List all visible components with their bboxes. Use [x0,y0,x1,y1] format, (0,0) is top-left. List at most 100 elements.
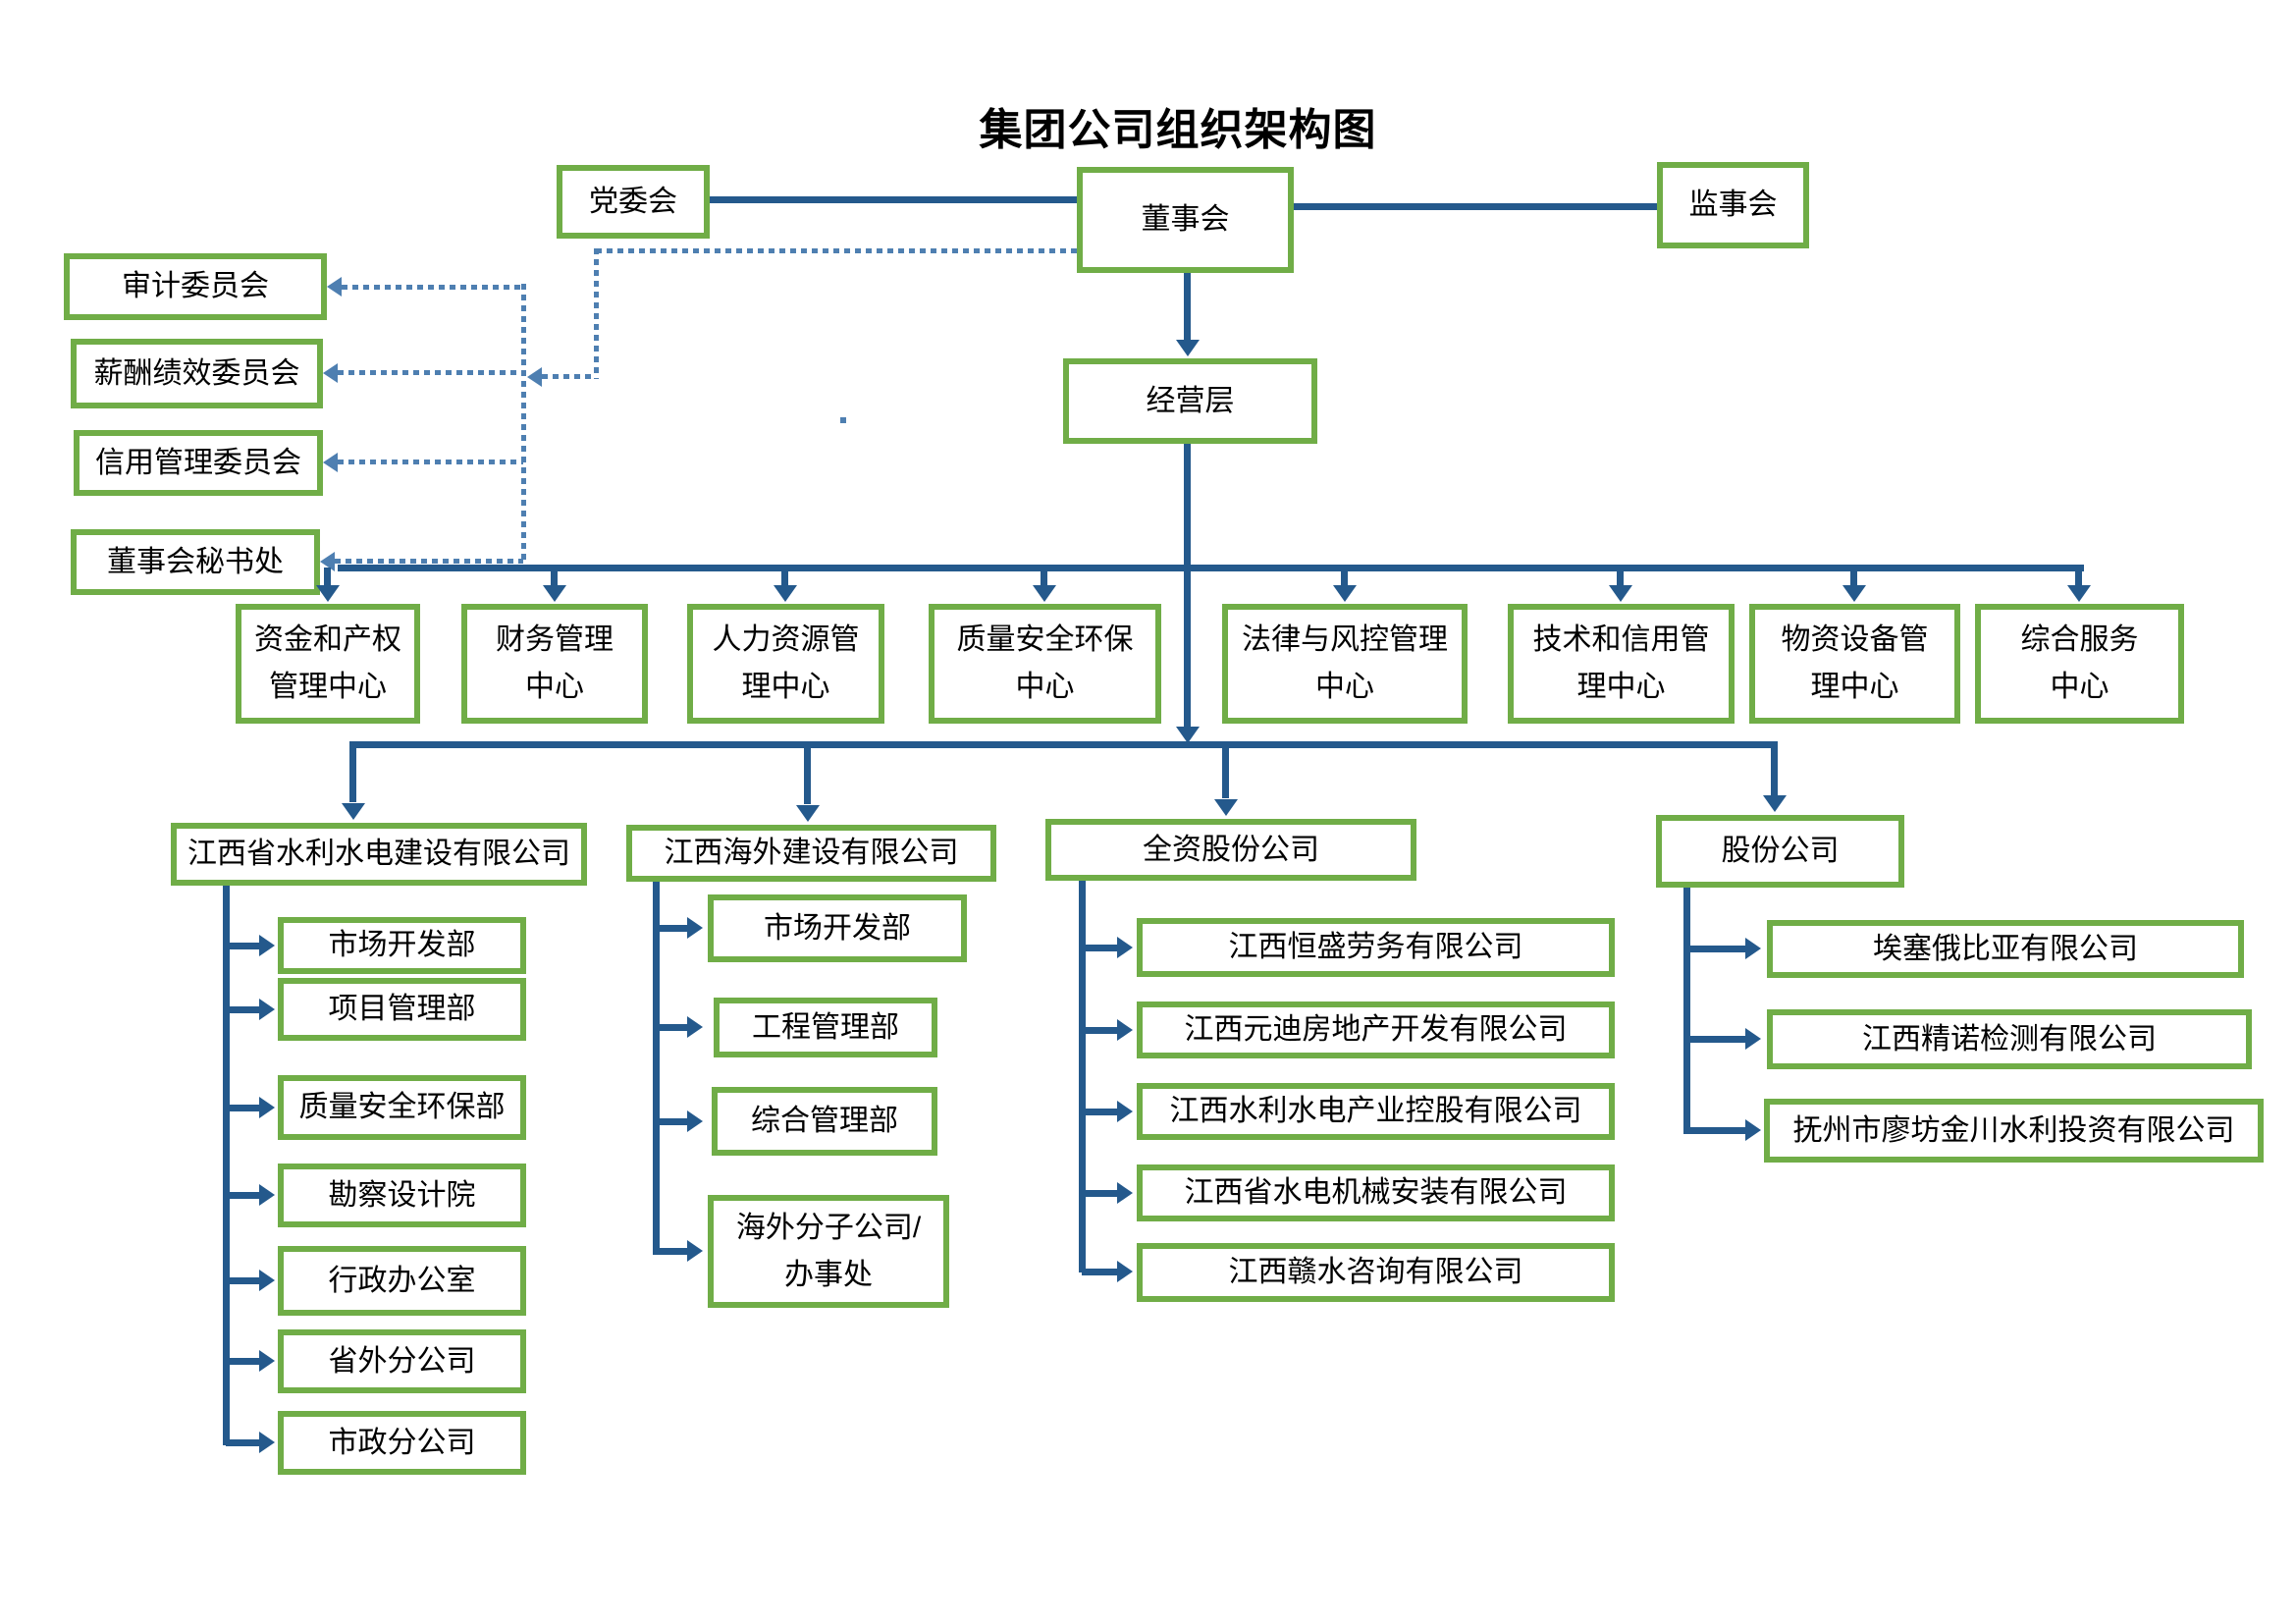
node-center-finance: 财务管理 中心 [461,604,648,724]
arrow-right-col4-r1 [1745,938,1761,959]
arrow-left-credit [323,453,338,472]
arrow-down-center-8 [2067,585,2091,602]
node-col1-municipal-branch: 市政分公司 [278,1411,526,1475]
node-col1-survey-design: 勘察设计院 [278,1164,526,1227]
node-supervisory-board: 监事会 [1657,162,1809,248]
arrow-right-col3-r4 [1117,1182,1133,1204]
arrow-down-center-3 [774,585,797,602]
arrow-left-audit [327,277,342,297]
drop-center-5 [1341,568,1348,589]
arrow-left-join-spine [527,367,542,387]
arrow-down-subsidiary-1 [342,803,365,820]
node-center-funds-property: 资金和产权 管理中心 [236,604,420,724]
node-col2-general-mgmt: 综合管理部 [712,1087,937,1156]
node-col4-ethiopia: 埃塞俄比亚有限公司 [1767,920,2244,978]
branch-col1-r4 [226,1192,261,1199]
node-subsidiary-hydro-construction: 江西省水利水电建设有限公司 [171,823,587,886]
branch-col1-r2 [226,1006,261,1013]
arrow-down-center-2 [543,585,566,602]
branch-col2-r3 [656,1118,689,1125]
node-board-secretariat: 董事会秘书处 [71,529,320,595]
branch-col4-r3 [1686,1127,1747,1134]
node-col3-machinery-install: 江西省水电机械安装有限公司 [1137,1164,1615,1221]
drop-center-7 [1850,568,1857,589]
node-col1-admin-office: 行政办公室 [278,1246,526,1316]
arrow-right-col1-r5 [259,1270,275,1291]
node-center-quality-safety: 质量安全环保 中心 [929,604,1161,724]
dotted-drop-under-party [594,248,599,379]
node-board: 董事会 [1077,167,1294,273]
arrow-left-secretariat [320,552,335,571]
drop-center-1 [324,568,331,589]
node-party-committee: 党委会 [557,165,710,239]
arrow-down-center-4 [1033,585,1056,602]
node-col1-market-dev: 市场开发部 [278,917,526,974]
connector-board-supervisory [1294,203,1657,210]
branch-col4-r1 [1686,946,1747,952]
arrow-right-col2-r1 [687,917,703,939]
drop-subsidiary-4 [1771,741,1778,795]
branch-col3-r2 [1082,1027,1119,1034]
arrow-down-center-6 [1609,585,1632,602]
node-col1-quality-safety: 质量安全环保部 [278,1075,526,1140]
connector-management-down [1184,444,1191,729]
branch-col3-r4 [1082,1190,1119,1197]
spine-col3 [1079,881,1086,1272]
branch-col1-r5 [226,1277,261,1284]
spine-col1 [223,886,230,1445]
drop-center-4 [1041,568,1047,589]
node-col2-market-dev: 市场开发部 [708,894,967,962]
drop-center-6 [1617,568,1624,589]
arrow-right-col1-r1 [259,935,275,956]
node-management-layer: 经营层 [1063,358,1317,444]
branch-col2-r2 [656,1024,689,1031]
node-col2-overseas-branches: 海外分子公司/ 办事处 [708,1195,949,1308]
arrow-right-col4-r2 [1745,1028,1761,1050]
subsidiaries-distribution-line [349,741,1778,748]
branch-col3-r5 [1082,1269,1119,1275]
dotted-board-left [596,248,1077,253]
drop-center-3 [781,568,788,589]
branch-col3-r1 [1082,945,1119,951]
branch-col2-r4 [656,1248,689,1255]
dotted-branch-compensation [338,370,523,375]
drop-subsidiary-1 [349,741,356,802]
node-col3-hengsheng-labor: 江西恒盛劳务有限公司 [1137,918,1615,977]
drop-subsidiary-2 [804,741,811,804]
dotted-committee-spine [521,284,526,565]
centers-distribution-line [338,565,2084,571]
dotted-branch-credit [338,460,523,464]
arrow-right-col4-r3 [1745,1119,1761,1141]
spine-col2 [653,882,660,1255]
node-col3-industry-holding: 江西水利水电产业控股有限公司 [1137,1083,1615,1140]
drop-center-2 [551,568,558,589]
branch-col2-r1 [656,925,689,932]
connector-party-board [710,196,1077,203]
branch-col1-r1 [226,943,261,949]
node-credit-committee: 信用管理委员会 [74,430,323,496]
arrow-down-management [1176,340,1200,356]
node-col1-project-mgmt: 项目管理部 [278,978,526,1041]
arrow-down-center-5 [1333,585,1357,602]
node-center-general-services: 综合服务 中心 [1975,604,2184,724]
arrow-right-col2-r4 [687,1240,703,1262]
arrow-right-col3-r5 [1117,1261,1133,1282]
spine-col4 [1683,888,1690,1134]
arrow-right-col1-r2 [259,999,275,1020]
arrow-left-compensation [323,363,338,383]
dotted-join-spine [542,374,596,379]
arrow-right-col1-r7 [259,1432,275,1453]
node-col4-fuzhou-liaofang: 抚州市廖坊金川水利投资有限公司 [1764,1099,2264,1163]
branch-col1-r7 [226,1439,261,1446]
node-col3-yuandi-realestate: 江西元迪房地产开发有限公司 [1137,1001,1615,1058]
branch-col3-r3 [1082,1109,1119,1115]
dotted-branch-secretariat [335,559,523,564]
arrow-right-col3-r1 [1117,937,1133,958]
arrow-right-col1-r4 [259,1184,275,1206]
dotted-branch-audit [342,285,523,290]
node-col1-out-of-province: 省外分公司 [278,1329,526,1393]
arrow-right-col3-r2 [1117,1019,1133,1041]
arrow-down-subsidiary-2 [796,805,820,822]
arrow-right-col1-r3 [259,1097,275,1118]
